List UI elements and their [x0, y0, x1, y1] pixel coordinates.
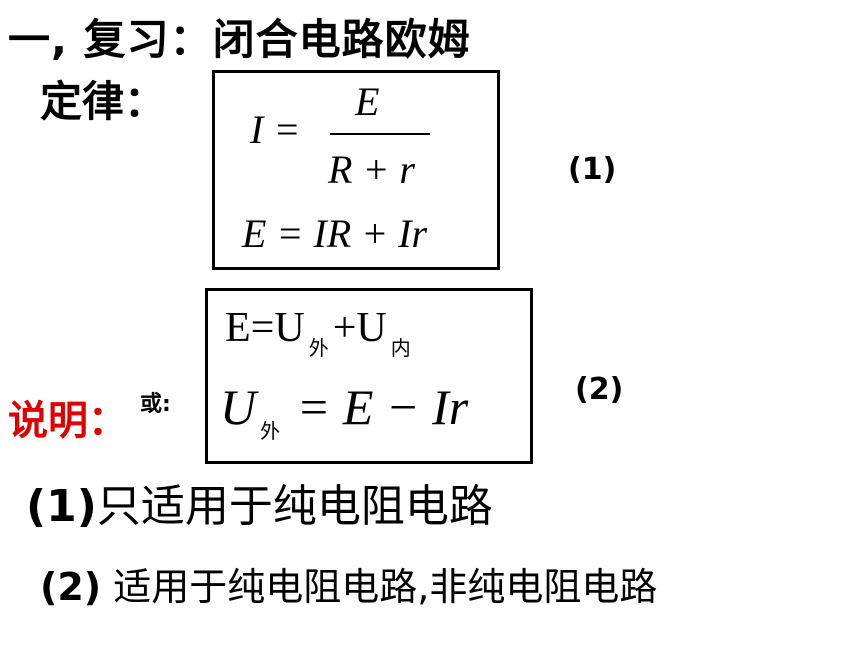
item-text: 适用于纯电阻电路,非纯电阻电路	[101, 565, 658, 609]
item-number: (1)	[26, 481, 97, 532]
fraction-lhs: I =	[250, 107, 301, 152]
item-text: 只适用于纯电阻电路	[96, 481, 493, 532]
eq3-sub-inner: 内	[390, 336, 411, 360]
fraction-bar	[330, 133, 430, 135]
title-line-1: 一, 复习：闭合电路欧姆	[8, 15, 471, 64]
eq3-part-main: E=U	[225, 305, 305, 351]
eq4-rhs: = E − Ir	[284, 379, 469, 435]
note-label: 说明：	[8, 398, 128, 444]
eq3-sub-outer: 外	[308, 336, 329, 360]
formula-box-1	[212, 70, 500, 270]
ohm-law-fraction: I = E R + r	[250, 78, 450, 198]
emf-equation: E = IR + Ir	[242, 211, 428, 256]
eq3-part-mid: +U	[332, 305, 387, 351]
title-line-2: 定律：	[40, 77, 167, 126]
formula-label-2: (2)	[575, 372, 624, 407]
or-text: 或:	[140, 392, 171, 417]
list-item: (1)只适用于纯电阻电路	[26, 470, 493, 534]
fraction-numerator: E	[355, 79, 380, 124]
list-item: (2) 适用于纯电阻电路,非纯电阻电路	[40, 556, 657, 611]
formula-label-1: (1)	[568, 152, 617, 187]
formula-box-2	[205, 288, 533, 464]
eq4-lhs: U	[220, 379, 257, 435]
eq4-sub: 外	[260, 419, 281, 443]
fraction-denominator: R + r	[328, 147, 415, 192]
item-number: (2)	[40, 565, 102, 609]
